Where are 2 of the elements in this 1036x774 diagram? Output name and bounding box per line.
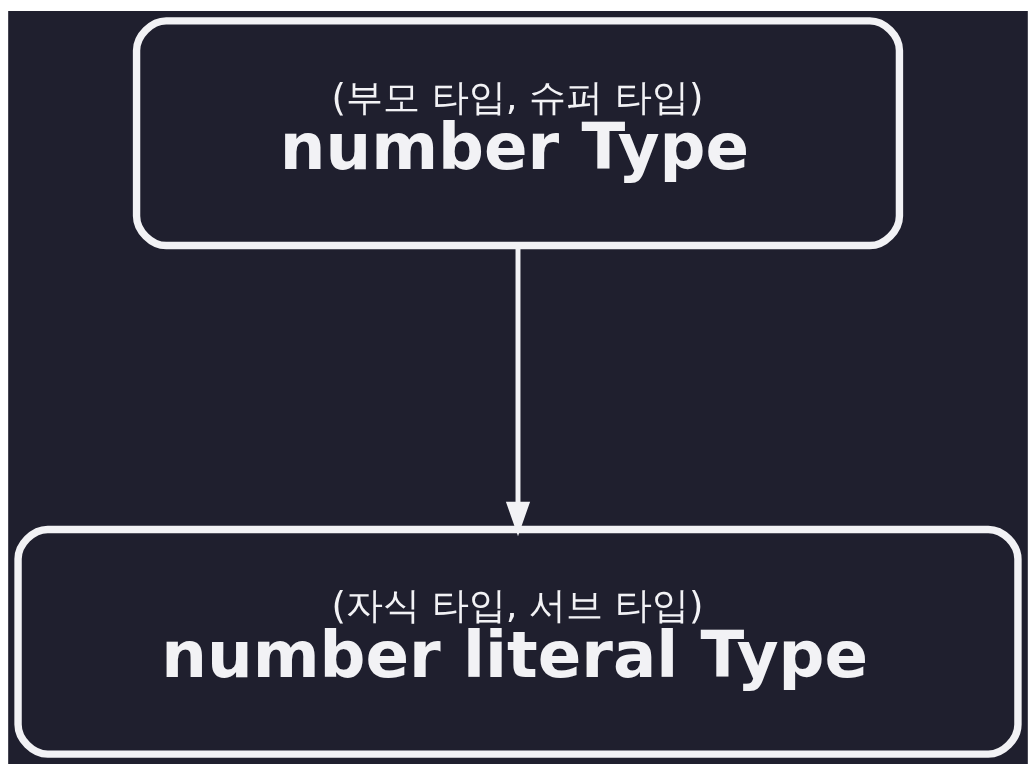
node-box: (자식 타입, 서브 타입) number literal Type — [14, 525, 1022, 758]
node-box: (부모 타입, 슈퍼 타입) number Type — [132, 16, 904, 249]
